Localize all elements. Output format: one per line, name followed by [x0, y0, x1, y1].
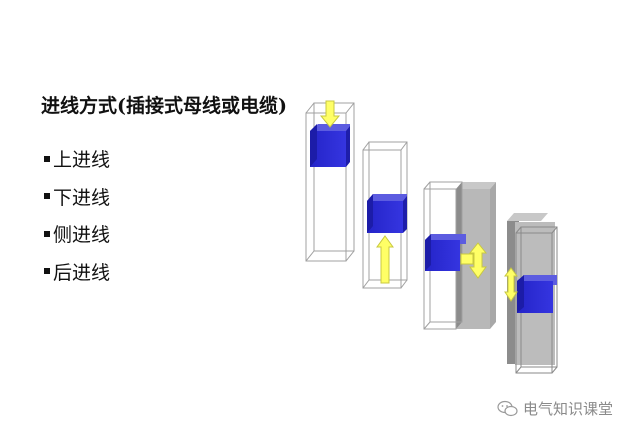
- slide-title: 进线方式(插接式母线或电缆): [41, 95, 287, 117]
- list-item: 后进线: [44, 253, 110, 291]
- arrow-down-icon: [319, 100, 341, 128]
- bullet-label: 后进线: [53, 261, 111, 284]
- watermark: 电气知识课堂: [497, 398, 613, 419]
- list-item: 侧进线: [44, 215, 110, 253]
- entry-method-list: 上进线 下进线 侧进线 后进线: [44, 140, 110, 290]
- square-bullet-icon: [44, 268, 50, 275]
- list-item: 上进线: [44, 140, 110, 178]
- busbar-box-icon: [367, 194, 407, 233]
- bullet-label: 侧进线: [53, 224, 111, 247]
- bullet-label: 上进线: [53, 149, 111, 172]
- square-bullet-icon: [44, 193, 50, 200]
- watermark-label: 电气知识课堂: [523, 400, 614, 418]
- square-bullet-icon: [44, 155, 50, 162]
- list-item: 下进线: [44, 178, 110, 216]
- arrow-vertical-double-icon: [504, 267, 518, 302]
- busbar-box-icon: [425, 234, 466, 271]
- arrow-vertical-double-icon: [460, 242, 488, 279]
- square-bullet-icon: [44, 230, 50, 237]
- busbar-box-icon: [517, 275, 557, 313]
- busbar-box-icon: [310, 124, 350, 167]
- wechat-icon: [497, 400, 518, 416]
- bullet-label: 下进线: [53, 186, 111, 209]
- arrow-up-icon: [376, 235, 394, 284]
